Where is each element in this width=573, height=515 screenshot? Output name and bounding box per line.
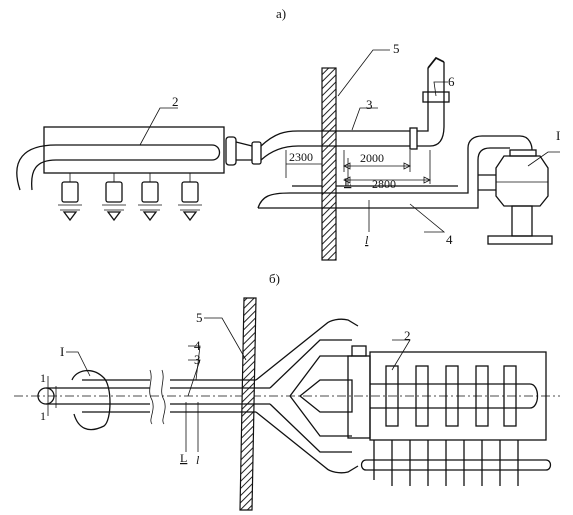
mark-l-a: l <box>365 233 369 247</box>
loop-end-b <box>71 370 111 431</box>
callout-2-a: 2 <box>172 94 179 109</box>
flange-block-b <box>347 355 371 439</box>
pipe-4-join <box>478 174 496 191</box>
burner-a <box>178 173 202 222</box>
fan-a <box>487 149 553 245</box>
break-mark-b <box>149 369 166 425</box>
pipe-4-top <box>257 135 533 209</box>
mark-L-a: L <box>344 175 351 189</box>
dimension-lines-a <box>285 150 431 232</box>
callout-3-b: 3 <box>194 352 201 367</box>
pipe-4-bottom <box>258 147 510 209</box>
flange-a <box>409 127 418 150</box>
view-b: б) <box>14 271 560 511</box>
callout-4-a: 4 <box>446 232 453 247</box>
callout-6-a: 6 <box>448 74 455 89</box>
dim-2800: 2800 <box>372 177 396 191</box>
manifold-box-a <box>43 126 225 174</box>
hooks-b <box>373 440 519 486</box>
manifold-box-b <box>369 351 547 441</box>
coupling-a <box>225 136 262 166</box>
mark-l-b: l <box>196 453 200 467</box>
dim-2300: 2300 <box>289 150 313 164</box>
callout-I-a: I <box>556 128 560 143</box>
mark-L-b: L <box>180 451 187 465</box>
callout-5-b: 5 <box>196 310 203 325</box>
valve-6-a <box>422 91 450 103</box>
fork-top-inner <box>269 339 352 389</box>
riser-top-a <box>427 56 445 69</box>
pipe-3-top <box>260 130 410 147</box>
burner-row-b <box>385 365 517 427</box>
section-mark-top: 1 <box>40 371 46 385</box>
burner-a <box>138 173 162 222</box>
callout-4-b: 4 <box>194 338 201 353</box>
burner-a <box>58 173 82 222</box>
fork-bottom-outer <box>255 411 359 474</box>
view-a: а) <box>16 6 560 261</box>
fork-top-outer <box>255 318 359 381</box>
view-a-caption: а) <box>276 6 286 21</box>
section-mark-bottom: 1 <box>40 409 46 423</box>
dim-2000: 2000 <box>360 151 384 165</box>
intake-hook-a <box>16 144 221 191</box>
riser-a <box>417 62 445 147</box>
fork-bottom-inner <box>269 403 352 453</box>
fork-core <box>298 379 353 413</box>
burner-a <box>102 173 126 222</box>
view-b-caption: б) <box>269 271 280 286</box>
leaders-a <box>139 49 560 233</box>
fork-middle <box>289 355 352 437</box>
callout-2-b: 2 <box>404 328 411 343</box>
burner-row-a <box>58 173 202 222</box>
callout-5-a: 5 <box>393 41 400 56</box>
wall-a <box>321 67 337 261</box>
callout-3-a: 3 <box>366 97 373 112</box>
leaders-b <box>66 317 411 397</box>
pipe-3-bottom <box>260 145 410 161</box>
callout-I-b: I <box>60 344 64 359</box>
